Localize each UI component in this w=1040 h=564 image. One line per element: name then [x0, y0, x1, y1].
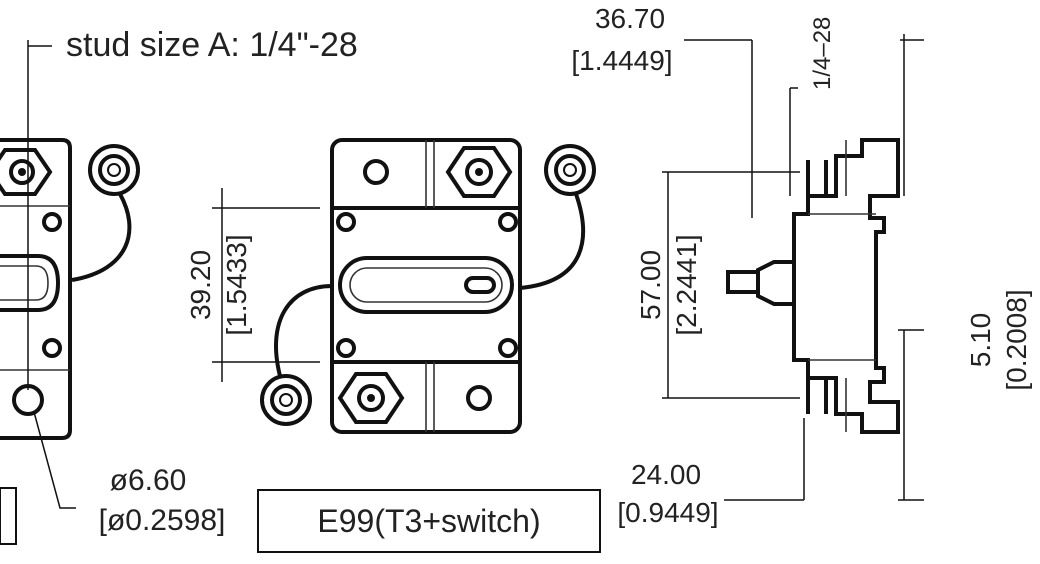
- terminal-ring: [544, 144, 596, 196]
- dim-hole-in: [ø0.2598]: [99, 504, 226, 537]
- dim-flange-mm: 5.10: [965, 313, 996, 368]
- side-view-breaker: [662, 34, 924, 501]
- reset-button-icon: [726, 270, 760, 294]
- dim-width-in: [1.4449]: [571, 45, 672, 76]
- mounting-hole: [12, 384, 44, 416]
- left-label-box: [0, 487, 17, 545]
- dim-height-in: [2.2441]: [671, 234, 702, 335]
- hex-nut-icon: [445, 146, 513, 198]
- dim-spacing-mm: 39.20: [185, 250, 216, 320]
- dim-flange-in: [0.2008]: [1001, 289, 1032, 390]
- dim-height-mm: 57.00: [635, 250, 666, 320]
- hex-nut-icon: [0, 148, 53, 196]
- dim-depth-in: [0.9449]: [617, 497, 718, 528]
- left-breaker-partial-view: [0, 40, 140, 509]
- dim-spacing-in: [1.5433]: [221, 234, 252, 335]
- terminal-ring: [260, 374, 312, 426]
- dim-depth-mm: 24.00: [631, 459, 701, 490]
- terminal-ring: [88, 144, 140, 196]
- thread-side-label: 1/4–28: [809, 17, 836, 90]
- model-label: E99(T3+switch): [317, 503, 540, 539]
- dim-width-mm: 36.70: [595, 3, 665, 34]
- dim-hole-mm: ø6.60: [110, 464, 187, 497]
- hex-nut-icon: [337, 372, 405, 424]
- stud-size-label: stud size A: 1/4"-28: [66, 26, 358, 64]
- reset-lever-icon: [464, 276, 496, 294]
- front-view-breaker: [212, 138, 596, 434]
- model-box: [257, 489, 601, 553]
- reset-lever-slot: [338, 256, 514, 314]
